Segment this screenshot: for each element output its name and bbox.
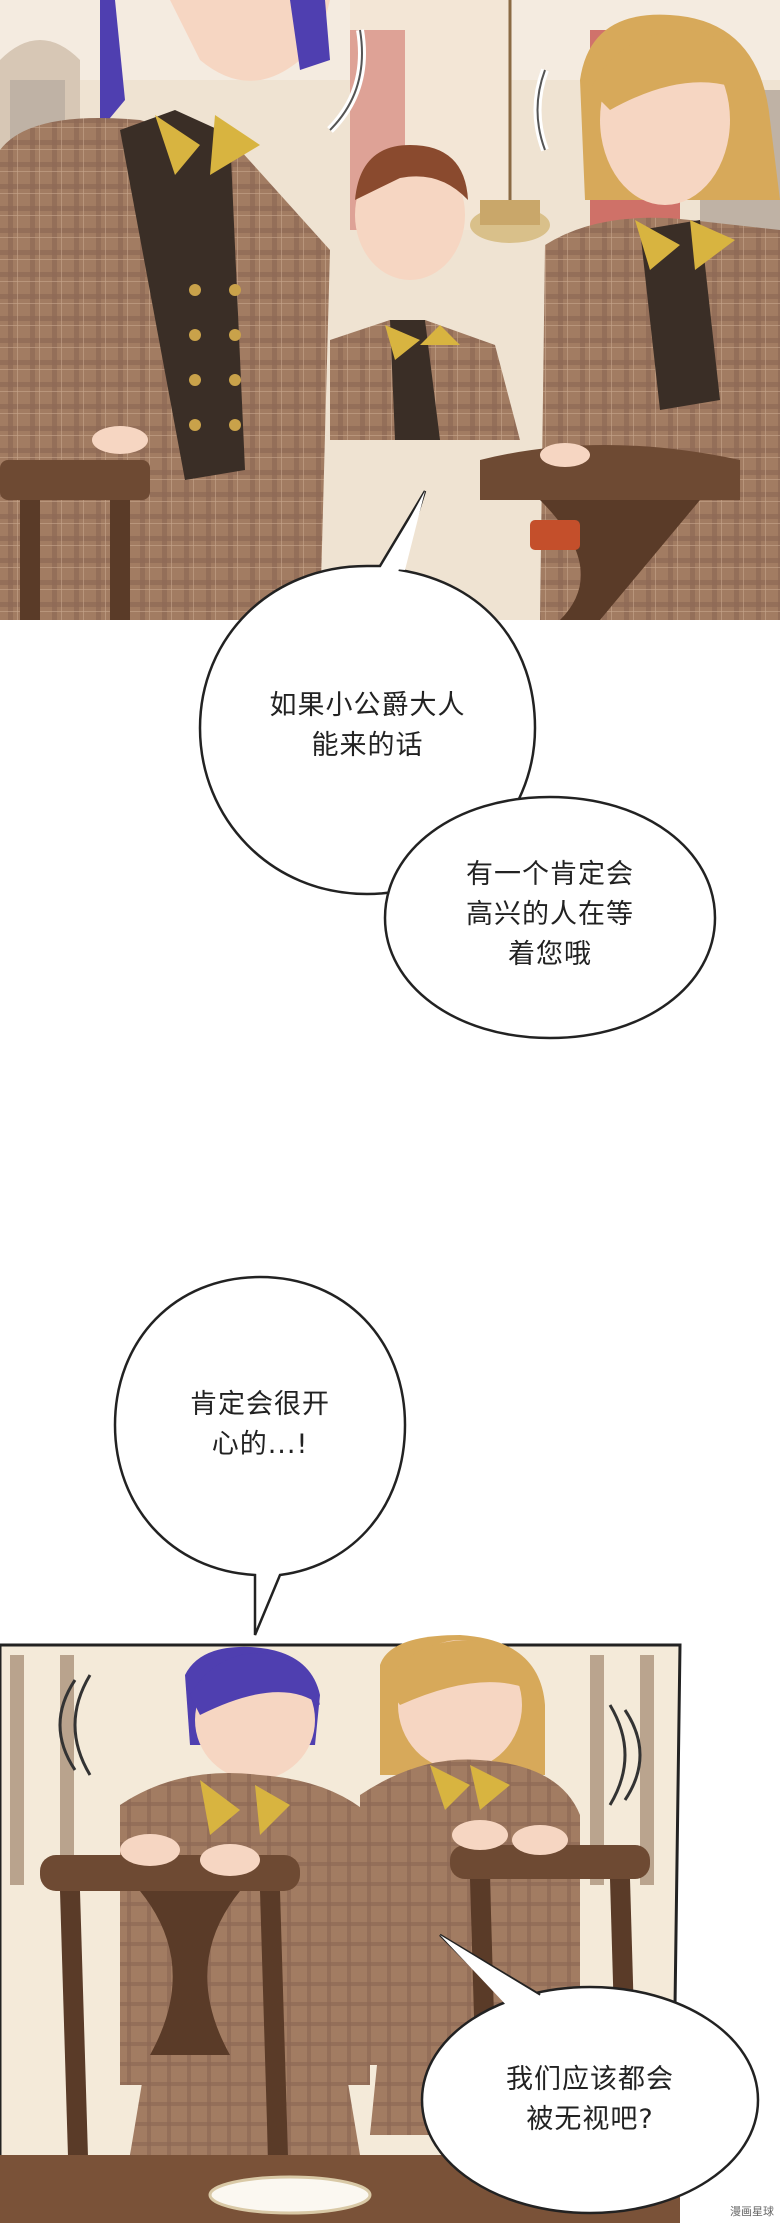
speech-bubble-4: 我们应该都会 被无视吧? — [420, 1933, 760, 2215]
speech-bubble-2: 有一个肯定会 高兴的人在等 着您哦 — [383, 795, 717, 1040]
bubble-4-text: 我们应该都会 被无视吧? — [506, 2064, 674, 2135]
bubble-1-text: 如果小公爵大人 能来的话 — [269, 690, 466, 761]
bubble-2-text: 有一个肯定会 高兴的人在等 着您哦 — [466, 859, 634, 970]
watermark: 漫画星球 — [730, 2205, 774, 2218]
blue-haired-student-leaning — [120, 1646, 370, 2155]
speech-bubble-1: 如果小公爵大人 能来的话 — [198, 490, 537, 896]
top-panel-art — [0, 0, 780, 620]
top-comic-panel — [0, 0, 780, 620]
brown-haired-student — [330, 145, 520, 440]
speech-bubble-3: 肯定会很开 心的...! — [113, 1275, 407, 1636]
bubble-3-text: 肯定会很开 心的...! — [190, 1389, 330, 1460]
chandelier-icon — [470, 0, 550, 243]
